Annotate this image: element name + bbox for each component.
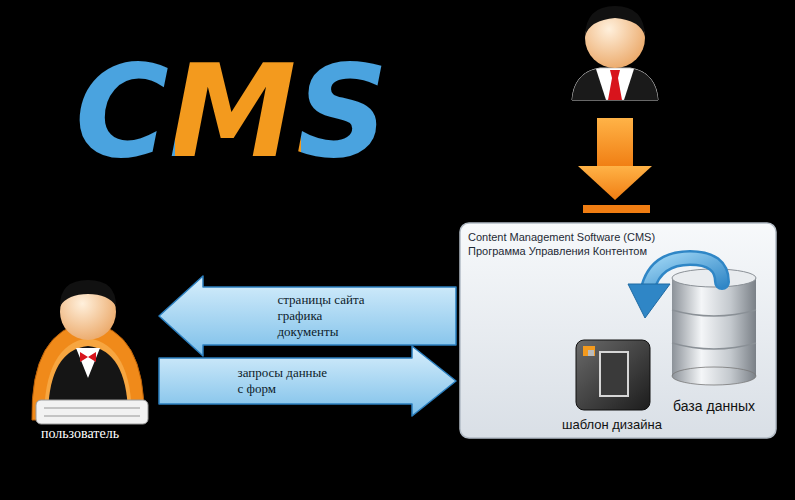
box-heading: Content Management Software (CMS) bbox=[468, 231, 768, 245]
node-label: пользователь bbox=[7, 425, 153, 443]
block-arrow bbox=[159, 346, 456, 416]
node-label: база данных bbox=[654, 398, 774, 416]
database-cylinder bbox=[672, 269, 756, 385]
box-heading: Программа Управления Контентом bbox=[468, 245, 768, 259]
logo-text: CMS bbox=[75, 42, 403, 183]
arrow-label: запросы данные с форм bbox=[238, 365, 334, 397]
arrow-label: страницы сайта графика документы bbox=[278, 292, 382, 340]
node-label: шаблон дизайна bbox=[550, 417, 674, 433]
template-node: шаблон дизайна bbox=[548, 335, 676, 435]
database-node: база данных bbox=[652, 267, 776, 417]
cms-box-outline bbox=[460, 223, 776, 438]
cms-box: Content Management Software (CMS)Програм… bbox=[460, 223, 776, 438]
template-icon bbox=[576, 340, 650, 410]
sync-arrow bbox=[628, 258, 722, 318]
user-figure bbox=[32, 280, 148, 424]
admin-figure bbox=[572, 6, 658, 100]
user-node: пользователь bbox=[5, 272, 155, 444]
block-arrow bbox=[159, 276, 456, 356]
down-arrow bbox=[578, 118, 652, 213]
